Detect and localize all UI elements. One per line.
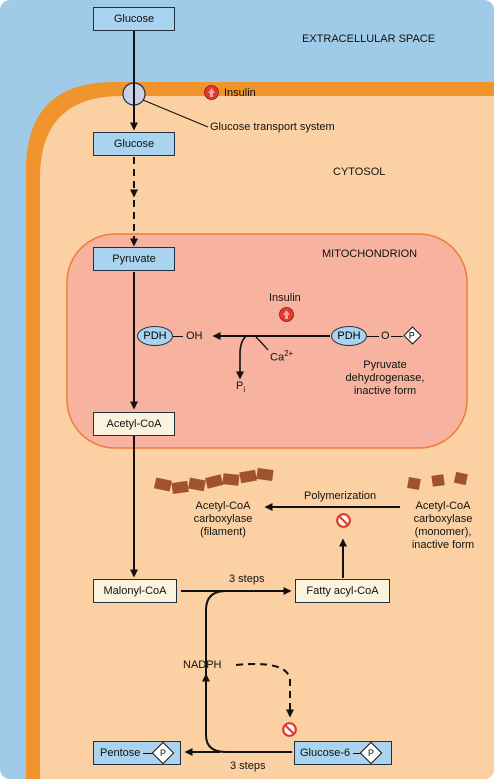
acc-filament-caption: Acetyl-CoA carboxylase (filament) (193, 500, 253, 538)
pdh-inactive-caption: Pyruvate dehydrogenase, inactive form (345, 359, 425, 397)
insulin-membrane-label: Insulin (224, 87, 256, 99)
mitochondrion-region (66, 233, 468, 449)
extracellular-label: EXTRACELLULAR SPACE (302, 33, 436, 45)
pdh-o-label: O (381, 330, 390, 342)
acc-monomer-icon (407, 471, 468, 490)
pentose-box: Pentose P (93, 741, 181, 765)
cytosol-label: CYTOSOL (333, 166, 386, 178)
nadph-label: NADPH (183, 659, 222, 671)
acc-monomer-caption: Acetyl-CoA carboxylase (monomer), inacti… (411, 500, 475, 551)
phosphate-icon: P (152, 741, 175, 765)
mitochondrion-label: MITOCHONDRION (322, 248, 418, 260)
glucose-cytosol-box: Glucose (93, 132, 175, 156)
pyruvate-box: Pyruvate (93, 247, 175, 271)
inhibit-icon (336, 513, 351, 528)
polymerization-label: Polymerization (304, 490, 377, 502)
pentose-label: Pentose (100, 747, 141, 759)
pdh-inactive-oval: PDH (331, 326, 367, 346)
glucose6-label: Glucose-6 (300, 747, 351, 759)
pi-label: Pi (236, 380, 246, 395)
glucose-transport-label: Glucose transport system (210, 121, 335, 133)
pdh-oh-label: OH (186, 330, 203, 342)
insulin-up-icon (279, 307, 294, 322)
acetyl-coa-box: Acetyl-CoA (93, 412, 175, 436)
inhibit-icon (282, 722, 297, 737)
glucose-extracellular-box: Glucose (93, 7, 175, 31)
glucose6-box: Glucose-6 P (294, 741, 392, 765)
malonyl-coa-box: Malonyl-CoA (93, 579, 177, 603)
three-steps-bottom-label: 3 steps (230, 760, 266, 772)
calcium-label: Ca2+ (270, 349, 294, 364)
acc-filament-icon (153, 467, 274, 495)
phosphate-icon: P (359, 741, 383, 765)
insulin-mito-label: Insulin (269, 292, 301, 304)
pdh-active-oval: PDH (137, 326, 173, 346)
insulin-up-icon (204, 85, 219, 100)
fatty-acyl-coa-box: Fatty acyl-CoA (295, 579, 390, 603)
three-steps-top-label: 3 steps (229, 573, 265, 585)
